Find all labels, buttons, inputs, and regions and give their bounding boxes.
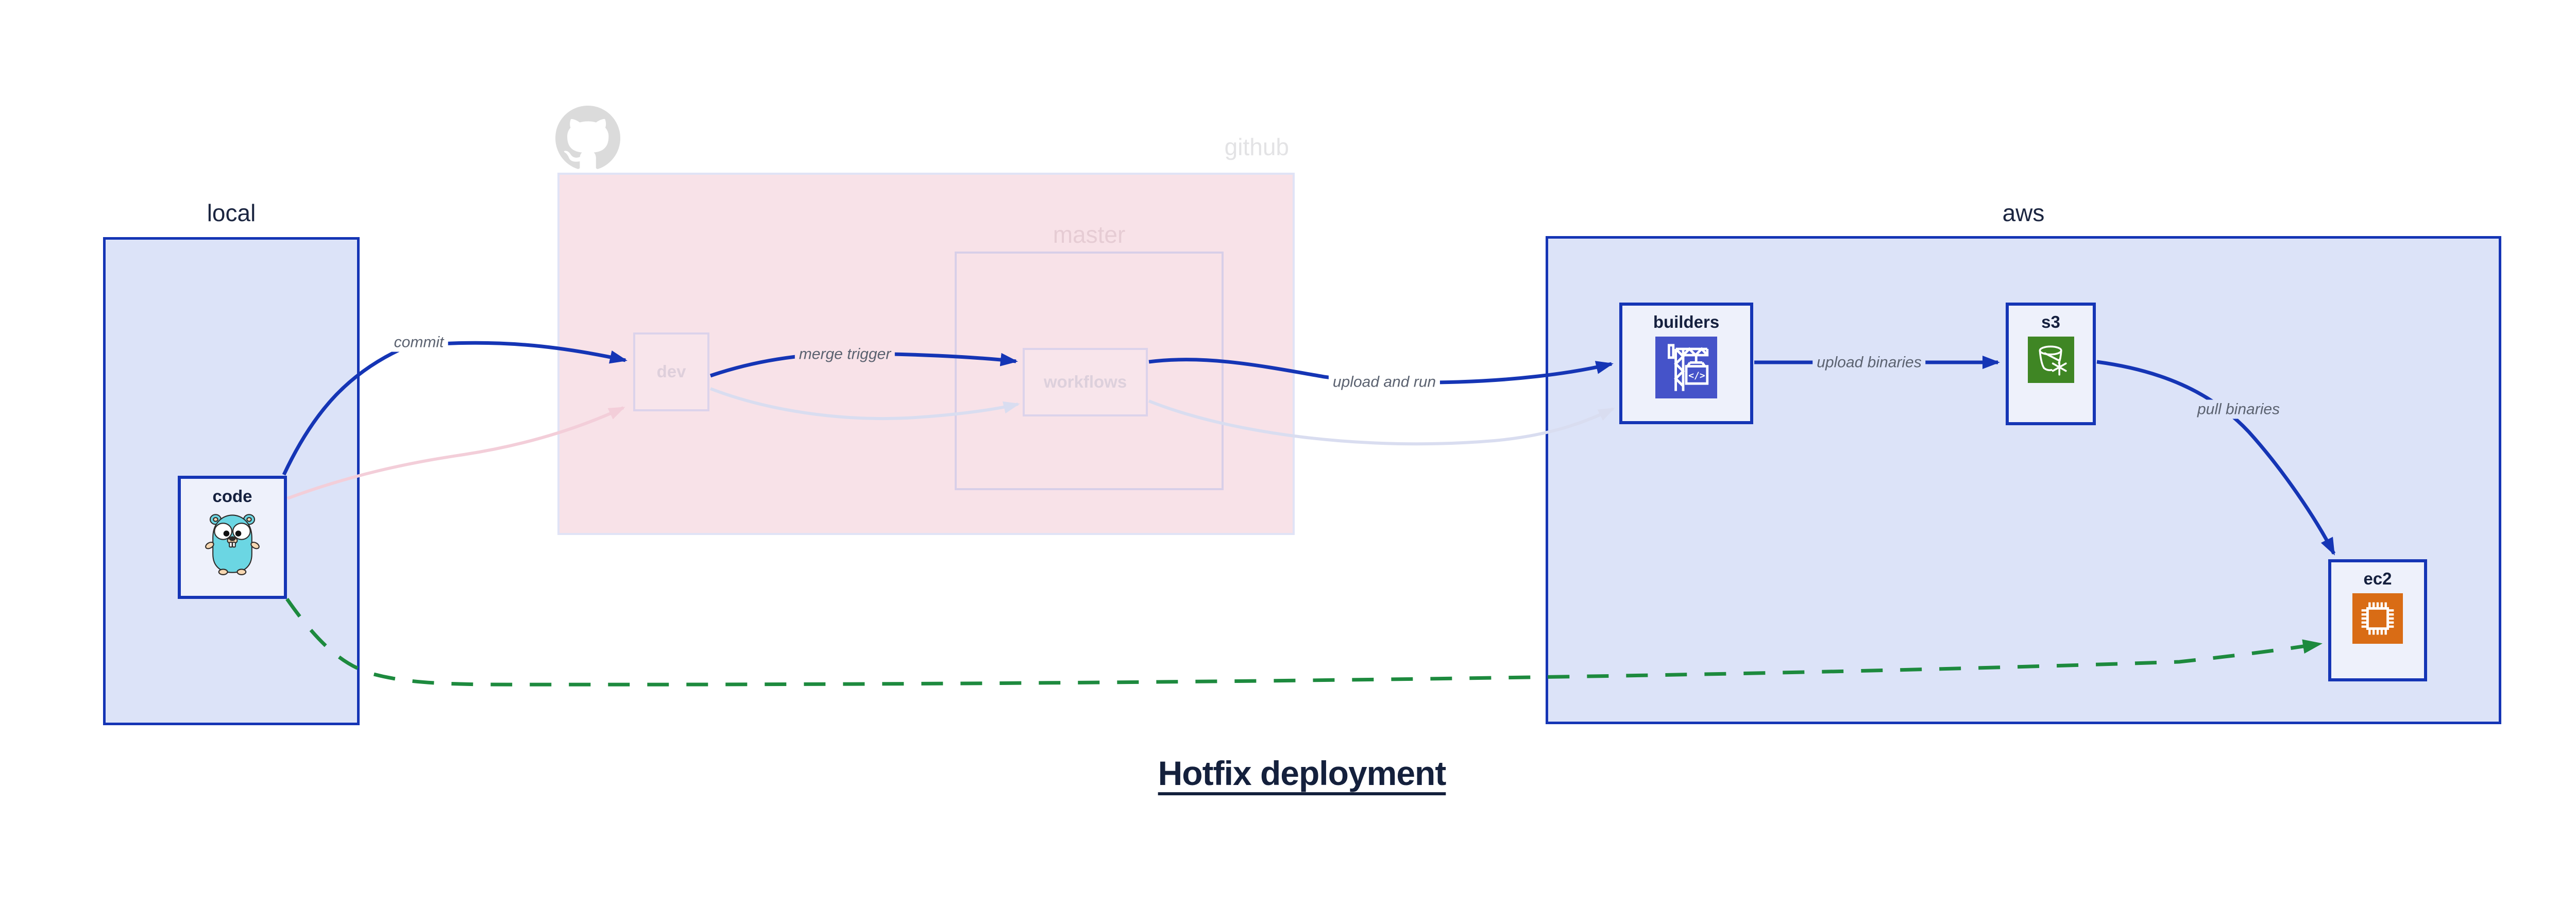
group-aws-label: aws — [2002, 199, 2045, 226]
ec2-chip-icon — [2352, 593, 2403, 644]
node-builders: builders </> — [1619, 303, 1753, 424]
edge-pull-binaries — [2096, 360, 2336, 556]
node-ec2: ec2 — [2328, 559, 2427, 681]
node-code-label: code — [212, 487, 252, 506]
codebuild-crane-icon: </> — [1655, 337, 1717, 399]
octocat-icon — [555, 106, 620, 169]
group-github-label: github — [1224, 133, 1289, 160]
edge-workflows-to-builders-faded — [1148, 399, 1615, 446]
node-dev: dev — [633, 332, 709, 411]
diagram-title-text: Hotfix deployment — [1158, 754, 1447, 792]
diagram-title: Hotfix deployment — [0, 754, 2576, 793]
node-s3: s3 — [2006, 303, 2096, 425]
group-master-label: master — [1053, 221, 1126, 248]
edge-code-to-dev-faded — [286, 406, 625, 500]
edge-dev-to-workflows-faded — [709, 387, 1020, 421]
group-local-label: local — [207, 199, 256, 226]
edge-label-commit: commit — [389, 332, 448, 352]
node-builders-label: builders — [1653, 312, 1720, 331]
node-workflows-label: workflows — [1043, 372, 1127, 392]
svg-text:</>: </> — [1688, 371, 1705, 381]
node-ec2-label: ec2 — [2363, 569, 2392, 588]
edge-label-merge-trigger: merge trigger — [794, 344, 895, 364]
node-s3-label: s3 — [2041, 312, 2060, 331]
node-code: code — [178, 476, 287, 599]
edge-label-upload-binaries: upload binaries — [1812, 353, 1926, 372]
group-master — [955, 252, 1224, 490]
edge-label-upload-and-run: upload and run — [1328, 372, 1440, 392]
gopher-icon — [205, 514, 260, 576]
node-dev-label: dev — [656, 362, 686, 381]
edge-label-pull-binaries: pull binaries — [2193, 399, 2284, 419]
s3-glacier-bucket-icon — [2027, 337, 2074, 383]
edge-hotfix-direct — [285, 597, 2323, 687]
node-workflows: workflows — [1023, 348, 1148, 416]
